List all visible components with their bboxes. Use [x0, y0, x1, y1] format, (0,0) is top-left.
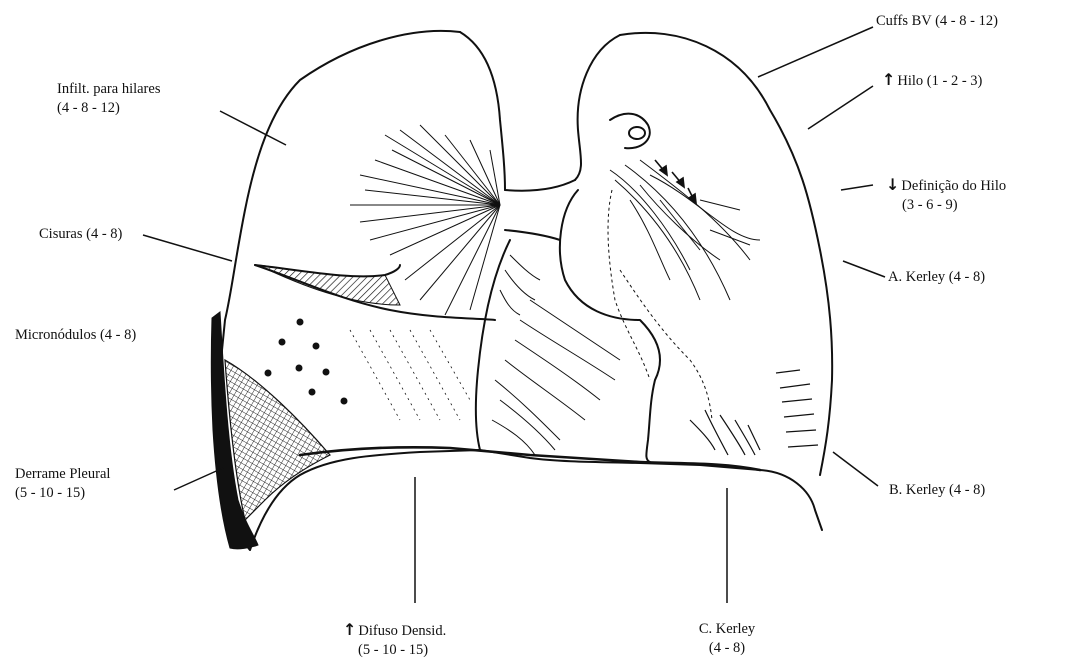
left-hilum-lines — [610, 160, 760, 300]
infilt-line1: Infilt. para hilares — [57, 80, 160, 99]
leader-lines — [143, 27, 885, 603]
c-kerley-line1: C. Kerley — [677, 620, 777, 639]
label-cisuras: Cisuras (4 - 8) — [39, 225, 122, 244]
label-hilo: ↑Hilo (1 - 2 - 3) — [882, 70, 982, 91]
label-a-kerley: A. Kerley (4 - 8) — [888, 268, 985, 287]
definicao-line1: Definição do Hilo — [901, 178, 1006, 194]
infilt-line2: (4 - 8 - 12) — [57, 99, 160, 118]
c-kerley-line2: (4 - 8) — [677, 639, 777, 658]
label-definicao-hilo: ↓Definição do Hilo (3 - 6 - 9) — [886, 175, 1006, 215]
derrame-line1: Derrame Pleural — [15, 465, 110, 484]
left-lung-outline — [620, 33, 832, 475]
fine-lines — [350, 330, 470, 420]
heart-contour — [560, 190, 660, 462]
arrow-up-icon: ↑ — [882, 70, 895, 89]
derrame-line2: (5 - 10 - 15) — [15, 484, 110, 503]
dashed-contour-2 — [620, 270, 712, 420]
difuso-line2: (5 - 10 - 15) — [343, 641, 446, 660]
label-derrame-pleural: Derrame Pleural (5 - 10 - 15) — [15, 465, 110, 503]
left-lung-inner — [575, 35, 620, 180]
hilum-vessel — [629, 127, 645, 139]
label-difuso-densid: ↑Difuso Densid. (5 - 10 - 15) — [343, 620, 446, 660]
fissure-hatch — [258, 265, 400, 305]
mediastinum-bridge — [505, 180, 575, 191]
label-micronodulos: Micronódulos (4 - 8) — [15, 326, 136, 345]
arrow-up-icon: ↑ — [343, 620, 356, 639]
hilo-text: Hilo (1 - 2 - 3) — [897, 73, 982, 89]
definicao-line2: (3 - 6 - 9) — [886, 196, 1006, 215]
label-c-kerley: C. Kerley (4 - 8) — [677, 620, 777, 658]
label-infilt-para-hilares: Infilt. para hilares (4 - 8 - 12) — [57, 80, 160, 118]
label-cuffs-bv: Cuffs BV (4 - 8 - 12) — [876, 12, 998, 31]
difuso-line1: Difuso Densid. — [358, 623, 446, 639]
micronodules — [265, 319, 348, 405]
arrow-down-icon: ↓ — [886, 175, 899, 194]
label-b-kerley: B. Kerley (4 - 8) — [889, 481, 985, 500]
dashed-contour — [608, 190, 650, 380]
heart-shading — [492, 255, 620, 455]
kerley-b-lines — [690, 370, 818, 455]
mediastinum-lower — [505, 230, 560, 240]
